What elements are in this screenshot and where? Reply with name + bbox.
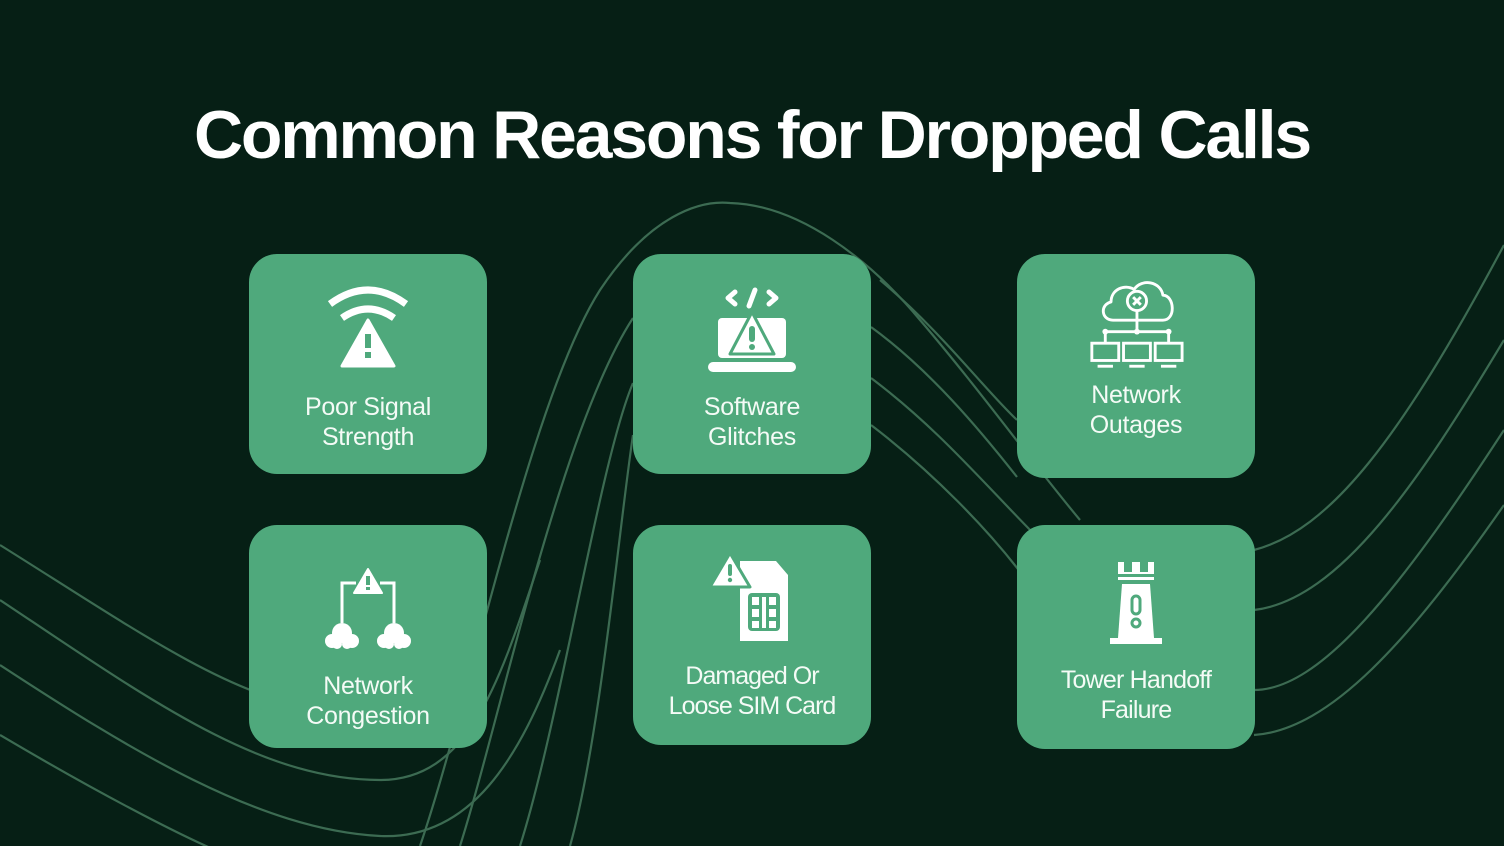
card-label: Network Congestion <box>306 672 430 730</box>
card-label: Poor Signal Strength <box>305 393 431 451</box>
sim-card-warning-icon <box>704 551 800 647</box>
cloud-congestion-warning-icon <box>320 559 416 655</box>
card-label: Network Outages <box>1089 381 1183 439</box>
wifi-warning-icon <box>320 282 416 378</box>
page-title: Common Reasons for Dropped Calls <box>194 97 1312 173</box>
card-label: Tower Handoff Failure <box>1060 666 1212 724</box>
card-software-glitches: Software Glitches <box>633 254 871 474</box>
card-network-outages: Network Outages <box>1017 254 1255 478</box>
card-label: Damaged Or Loose SIM Card <box>668 662 837 720</box>
card-poor-signal-strength: Poor Signal Strength <box>249 254 487 474</box>
tower-icon <box>1088 555 1184 651</box>
cloud-network-error-icon <box>1088 276 1184 372</box>
card-damaged-sim-card: Damaged Or Loose SIM Card <box>633 525 871 745</box>
card-tower-handoff-failure: Tower Handoff Failure <box>1017 525 1255 749</box>
card-label: Software Glitches <box>703 393 801 451</box>
card-network-congestion: Network Congestion <box>249 525 487 748</box>
laptop-code-warning-icon <box>704 282 800 378</box>
